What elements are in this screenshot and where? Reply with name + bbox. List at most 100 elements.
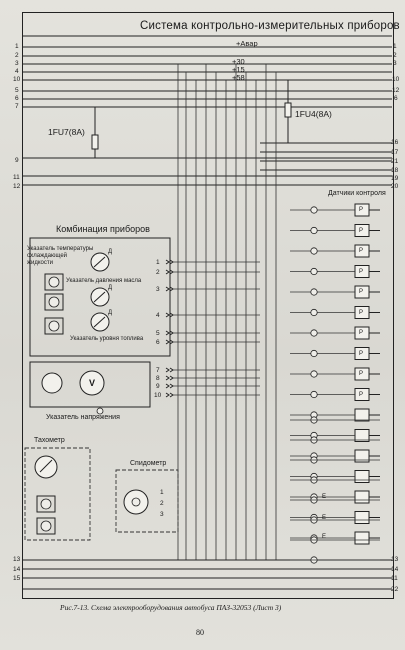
tacho-lamp xyxy=(40,520,52,532)
instrument-cluster-label: Комбинация приборов xyxy=(56,224,150,234)
temp-gauge-letter: Д xyxy=(108,249,113,255)
lamp-box xyxy=(44,317,64,335)
gauge-needle xyxy=(93,316,106,328)
sensor-box xyxy=(354,490,370,504)
right-wire-number: 16 xyxy=(391,139,399,146)
gauge-needle xyxy=(93,291,106,303)
connector-pin-number: 6 xyxy=(156,339,160,346)
right-wire-number: 3 xyxy=(393,60,397,67)
left-wire-number: 11 xyxy=(13,174,20,181)
sensor-box xyxy=(354,470,370,483)
right-wire-number: 18 xyxy=(391,167,399,174)
connector-pin-number: 2 xyxy=(160,500,164,507)
left-wire-number: 12 xyxy=(13,183,21,190)
fuse-label-fu7: 1FU7(8A) xyxy=(48,127,85,137)
temp-gauge-label-line3: жидкости xyxy=(27,260,53,266)
right-wire-number: 22 xyxy=(391,586,399,593)
right-wire-number: 14 xyxy=(391,566,399,573)
connector-pin-number: 7 xyxy=(156,367,160,374)
tachometer-label: Тахометр xyxy=(34,437,65,444)
voltage-lamp xyxy=(96,407,104,415)
sensor-letter: P xyxy=(359,391,364,398)
right-wire-number: 12 xyxy=(392,87,400,94)
tacho-lamp-box xyxy=(36,495,56,513)
warning-lamp xyxy=(48,296,60,308)
left-wire-number: 3 xyxy=(15,60,19,67)
bus-label-30: +30 xyxy=(232,57,245,66)
lamp-box xyxy=(44,293,64,311)
speedometer-lamp xyxy=(131,497,141,507)
right-wire-number: 1 xyxy=(393,43,397,50)
right-wire-number: 11 xyxy=(391,575,398,582)
voltmeter-box xyxy=(29,361,151,408)
sensor-letter: P xyxy=(359,350,364,357)
temp-gauge-label-line2: охлаждающей xyxy=(27,253,68,259)
indicator-lamp xyxy=(310,370,318,378)
bus-label-58: +58 xyxy=(232,73,245,82)
connector-chevron xyxy=(165,367,174,373)
tachometer-gauge xyxy=(34,455,58,479)
connector-pin-number: 9 xyxy=(156,383,160,390)
left-wire-number: 9 xyxy=(15,157,19,164)
sensor-letter: P xyxy=(359,227,364,234)
right-wire-number: 6 xyxy=(394,95,398,102)
connector-pin-number: 1 xyxy=(160,489,164,496)
left-wire-number: 10 xyxy=(13,76,21,83)
indicator-lamp xyxy=(310,226,318,235)
right-wire-number: 19 xyxy=(391,175,399,182)
left-wire-number: 7 xyxy=(15,103,19,110)
tacho-lamp-box xyxy=(36,517,56,535)
left-wire-number: 14 xyxy=(13,566,21,573)
connector-chevron xyxy=(165,375,174,381)
instrument-cluster-box xyxy=(29,237,171,357)
left-wire-number: 4 xyxy=(15,68,19,75)
warning-lamp xyxy=(48,320,60,332)
lamp-letter-2: E xyxy=(322,515,327,521)
connector-pin-number: 1 xyxy=(156,259,160,266)
connector-pin-number: 10 xyxy=(154,392,162,399)
figure-caption: Рис.7-13. Схема электрооборудования авто… xyxy=(60,603,282,612)
connector-chevron xyxy=(165,383,174,389)
sensors-label: Датчики контроля xyxy=(328,190,386,197)
temp-gauge-label-line1: Указатель температуры xyxy=(27,246,94,252)
diagram-frame xyxy=(22,12,394,599)
right-wire-number: 21 xyxy=(391,158,399,165)
voltage-gauge-label: Указатель напряжения xyxy=(46,414,120,421)
connector-pin-number: 5 xyxy=(156,330,160,337)
lamp-box xyxy=(44,273,64,291)
sensor-letter: P xyxy=(359,309,364,316)
warning-lamp xyxy=(48,276,60,288)
left-wire-number: 1 xyxy=(15,43,19,50)
connector-chevron xyxy=(165,392,174,398)
page-number: 80 xyxy=(196,628,204,637)
indicator-lamp xyxy=(310,267,318,276)
connector-pin-number: 8 xyxy=(156,375,160,382)
fuel-gauge-letter: Д xyxy=(108,310,113,316)
sensor-letter: P xyxy=(359,268,364,275)
voltmeter-letter: V xyxy=(89,378,96,388)
oil-pressure-label: Указатель давления масла xyxy=(66,278,142,284)
connector-pin-number: 2 xyxy=(156,269,160,276)
indicator-lamp xyxy=(310,349,318,358)
right-wire-number: 13 xyxy=(391,556,399,563)
left-wire-number: 13 xyxy=(13,556,21,563)
indicator-lamp xyxy=(310,390,318,399)
sensor-box xyxy=(354,531,370,545)
fuel-level-label: Указатель уровня топлива xyxy=(70,336,144,342)
right-wire-number: 10 xyxy=(392,76,400,83)
connector-pin-number: 3 xyxy=(156,286,160,293)
sensor-letter: P xyxy=(359,207,364,213)
connector-pin-number: 3 xyxy=(160,511,164,518)
lamp-letter-1: E xyxy=(322,494,327,500)
right-wire-number: 17 xyxy=(391,149,399,156)
speedometer-label: Спидометр xyxy=(130,460,167,467)
connector-pin-number: 4 xyxy=(156,312,160,319)
tachometer-box xyxy=(24,447,91,541)
tacho-lamp xyxy=(40,498,52,510)
sensor-letter: P xyxy=(359,330,364,336)
sensor-letter: P xyxy=(359,289,364,295)
fuse-fu4 xyxy=(284,102,292,118)
page-title: Система контрольно-измерительных приборо… xyxy=(140,20,400,32)
